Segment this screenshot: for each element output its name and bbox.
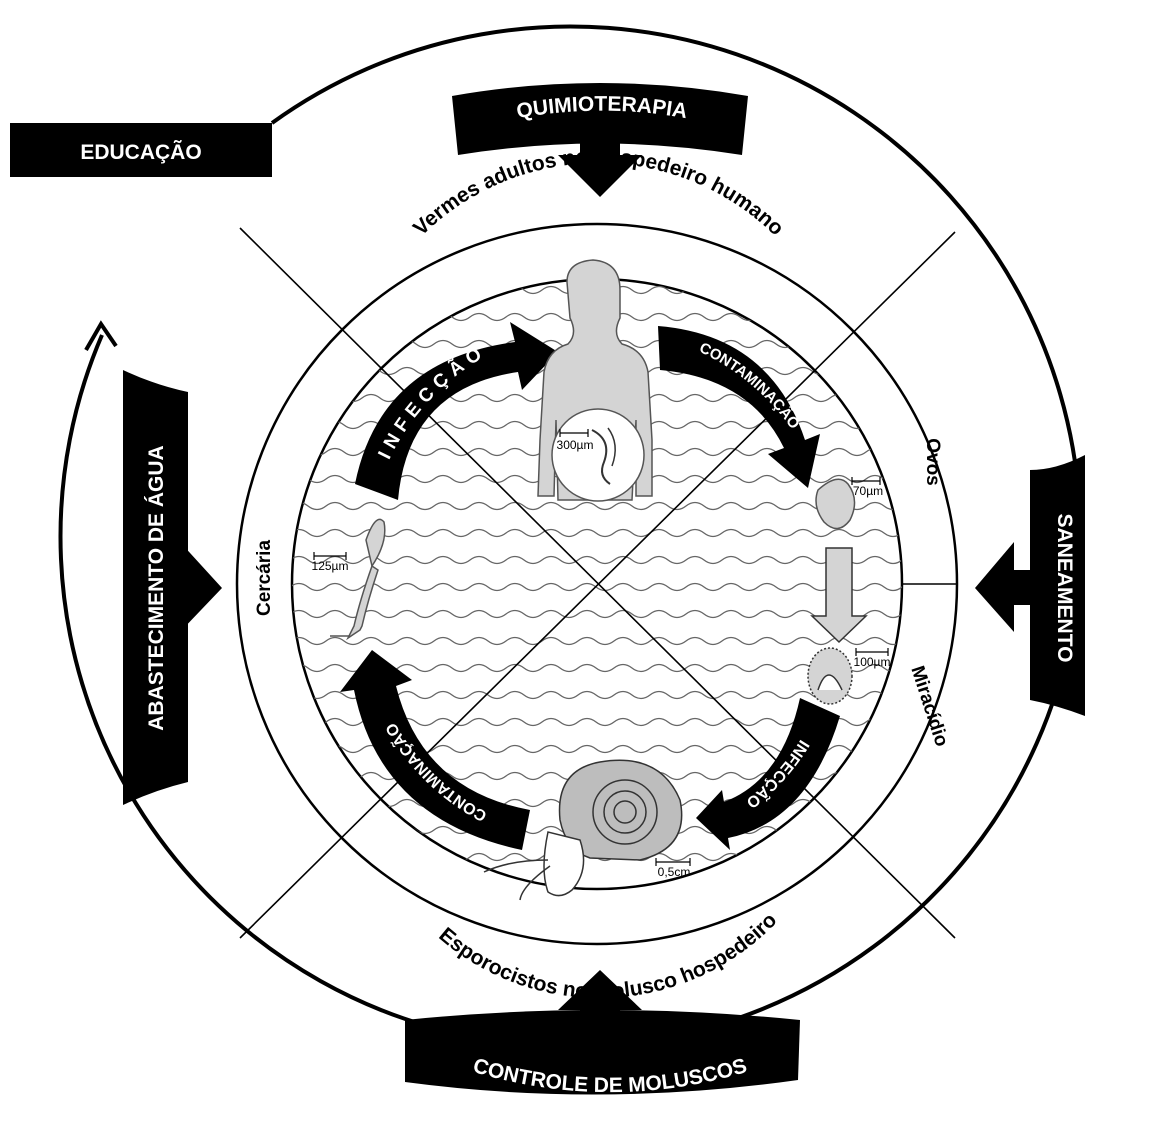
cercaria-figure [330, 518, 386, 641]
sanitation-label: SANEAMENTO [1053, 514, 1076, 663]
snail-scale-bar: 0,5cm [655, 858, 691, 879]
contamination-top-arrow [658, 326, 820, 488]
miracidium-figure [807, 647, 853, 705]
miracidium-scale-bar: 100µm [854, 648, 891, 669]
chemotherapy-arrow [558, 140, 642, 197]
wave-line [292, 528, 902, 538]
human-host-figure [537, 259, 653, 502]
contamination-bottom-arrow [340, 650, 530, 850]
mollusc-control-arrow [558, 970, 642, 1025]
egg-figure [815, 478, 856, 530]
wave-line [292, 636, 902, 646]
education-box [10, 123, 272, 177]
sanitation-banner [1030, 455, 1085, 716]
sanitation-arrow [975, 542, 1032, 632]
diagonal-line-2 [239, 231, 956, 939]
hatching-arrow [810, 547, 868, 644]
worm-scale-label: 300µm [557, 438, 594, 452]
stage-eggs: Ovos [922, 438, 943, 486]
infection-bottom-arrow [696, 698, 840, 850]
snail-figure [483, 759, 683, 901]
cercaria-scale-bar: 125µm [312, 552, 349, 573]
mollusc-control-banner [405, 1010, 800, 1095]
worm-scale-bar: 300µm [557, 429, 594, 452]
water-supply-label: ABASTECIMENTO DE ÁGUA [145, 445, 168, 730]
egg-scale-label: 70µm [853, 484, 883, 498]
snail-scale-label: 0,5cm [658, 865, 691, 879]
chemotherapy-banner [452, 83, 748, 155]
miracidium-scale-label: 100µm [854, 655, 891, 669]
education-cycle-arrowhead [84, 320, 118, 351]
diagonal-line-1 [239, 227, 956, 939]
infection-top-arrow [355, 322, 558, 500]
stage-cercaria: Cercária [254, 540, 275, 616]
cercaria-scale-label: 125µm [312, 559, 349, 573]
water-supply-arrow [180, 542, 222, 632]
education-label: EDUCAÇÃO [80, 141, 201, 164]
water-supply-banner [123, 370, 188, 805]
egg-scale-bar: 70µm [851, 477, 883, 498]
